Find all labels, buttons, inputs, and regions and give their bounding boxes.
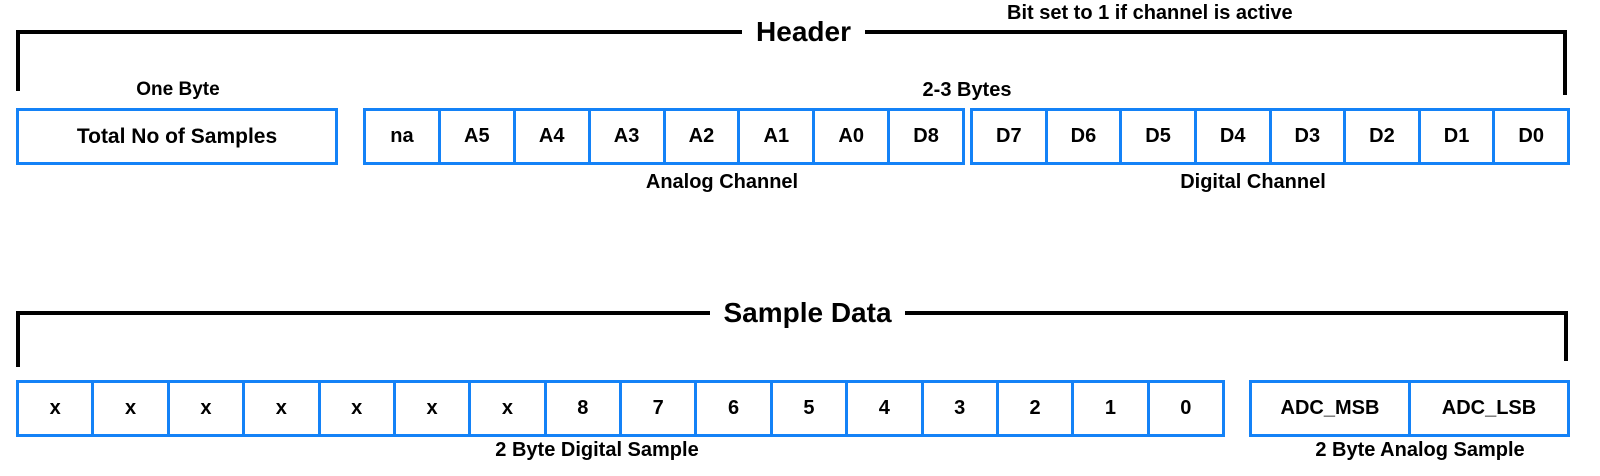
header-bracket-tick-left: [16, 30, 20, 91]
header-bracket-line-left: [16, 30, 742, 34]
header-bracket-line-right: [865, 30, 1567, 34]
analog-sample-caption: 2 Byte Analog Sample: [1315, 439, 1525, 461]
digital-sample-cell: 6: [694, 383, 769, 434]
analog-sample-row: ADC_MSB ADC_LSB: [1249, 380, 1570, 437]
header-bit-cell: A5: [437, 111, 513, 162]
header-bit-cell: D2: [1343, 111, 1418, 162]
digital-sample-cell: x: [91, 383, 166, 434]
header-bit-cell: D0: [1492, 111, 1567, 162]
digital-sample-cell: x: [392, 383, 468, 434]
digital-sample-cell: 8: [543, 383, 619, 434]
digital-sample-cell: 7: [619, 383, 694, 434]
digital-sample-cell: x: [49, 397, 61, 419]
digital-sample-cell: x: [242, 383, 317, 434]
header-bit-cell: D8: [887, 111, 962, 162]
header-bit-cell: D5: [1119, 111, 1194, 162]
digital-sample-cell: x: [166, 383, 242, 434]
header-bytes-label: 2-3 Bytes: [922, 79, 1012, 101]
digital-sample-cell: 4: [845, 383, 920, 434]
digital-sample-cell: 0: [1146, 383, 1222, 434]
digital-channel-label: Digital Channel: [1180, 171, 1326, 193]
header-bit-cell: D7: [996, 125, 1022, 147]
digital-sample-cell: x: [468, 383, 543, 434]
header-bit-cell: D1: [1417, 111, 1493, 162]
one-byte-label: One Byte: [136, 79, 220, 100]
digital-sample-cell: 1: [1071, 383, 1146, 434]
sample-bracket-line-right: [905, 311, 1568, 315]
digital-sample-cell: 5: [769, 383, 845, 434]
analog-channel-label: Analog Channel: [645, 171, 799, 193]
sample-bracket-tick-left: [16, 311, 20, 367]
adc-byte-cell: ADC_LSB: [1408, 383, 1567, 434]
digital-sample-caption: 2 Byte Digital Sample: [495, 439, 699, 461]
header-bit-cell: A4: [512, 111, 588, 162]
header-bit-cell: A1: [737, 111, 812, 162]
sample-data-bracket-title: Sample Data: [723, 297, 892, 328]
active-channel-annotation: Bit set to 1 if channel is active: [1007, 2, 1293, 24]
header-bit-cell: A3: [587, 111, 663, 162]
header-bit-cell: D4: [1193, 111, 1269, 162]
digital-sample-cell: 2: [995, 383, 1071, 434]
digital-sample-cell: 3: [920, 383, 996, 434]
header-bit-cell: D6: [1044, 111, 1120, 162]
header-bit-cell: A2: [662, 111, 738, 162]
digital-sample-cell: x: [317, 383, 393, 434]
sample-bracket-line-left: [16, 311, 710, 315]
header-bit-cell: D3: [1268, 111, 1344, 162]
sample-bracket-tick-right: [1564, 311, 1568, 361]
header-bracket-tick-right: [1563, 30, 1567, 95]
header-bit-cell: na: [390, 125, 414, 147]
header-bit-cell: A0: [812, 111, 887, 162]
adc-byte-cell: ADC_MSB: [1280, 397, 1380, 419]
total-samples-box: Total No of Samples: [16, 108, 338, 165]
header-bracket-title: Header: [756, 16, 851, 47]
